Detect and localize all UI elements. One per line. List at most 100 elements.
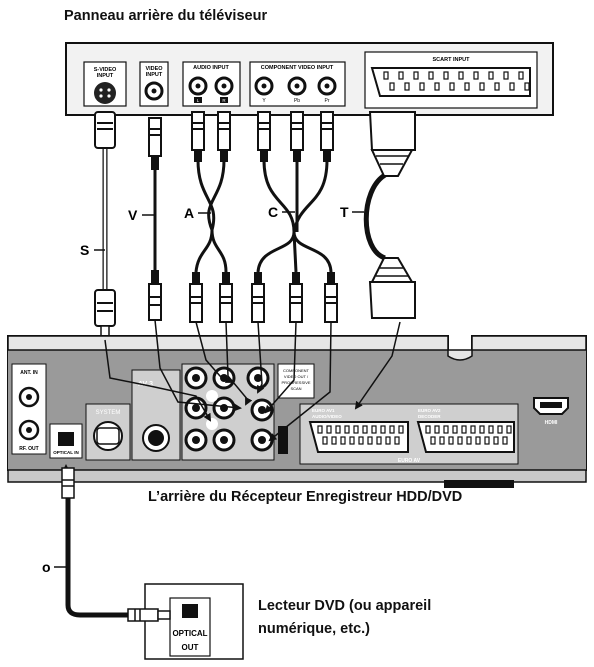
scart-pin [371,425,377,434]
scart-pin [457,436,463,445]
tv-scart-socket [370,67,531,97]
scart-pin [428,71,434,80]
dvd-caption-line2: numérique, etc.) [258,621,370,637]
scart-cable [363,172,387,261]
rca-plug [217,111,231,151]
component-out-label-4: SCAN [290,386,301,391]
scart-pin [389,82,395,91]
component-out-label-2: VIDEO OUT / [284,374,309,379]
scart-pin [434,82,440,91]
plugs-bottom [94,257,416,341]
connection-arrows [62,319,401,478]
euro-av2-label-1: EURO AV2 [418,408,441,413]
scart-pin [376,436,382,445]
scart-pin [322,436,328,445]
tv-back-panel: S-VIDEO INPUT VIDEO INPUT AUDIO INPUT L … [65,42,554,116]
tv-video-jack [144,81,164,101]
cable-label-v: V [128,207,138,223]
scart-pin [503,71,509,80]
scart-pin [452,425,458,434]
scart-pin [398,71,404,80]
rca-plug [320,111,334,151]
scart-pin [389,425,395,434]
scart-pin [358,436,364,445]
tv-comp-pr-label: Pr [325,98,330,104]
rf-out-label: RF. OUT [19,446,38,452]
tv-component-label: COMPONENT VIDEO INPUT [261,65,334,71]
scart-pin [385,436,391,445]
scart-pin [413,71,419,80]
scart-pin [317,425,323,434]
dvd-caption-line1: Lecteur DVD (ou appareil [258,598,432,614]
scart-pin [367,436,373,445]
audio-cable [194,159,228,273]
scart-pin [443,425,449,434]
scart-pin [439,436,445,445]
scart-pin [340,436,346,445]
optical-plug-recorder [61,467,75,499]
scart-pin [466,436,472,445]
dvd-device: OPTICAL OUT [144,583,244,660]
scart-pin [484,436,490,445]
scart-pin [425,425,431,434]
dvd-player-caption: Lecteur DVD (ou appareil numérique, etc.… [258,595,488,641]
tv-svideo-jack [94,82,116,104]
scart-pin [506,425,512,434]
scart-pin [326,425,332,434]
scart-pin [493,436,499,445]
tv-audio-label: AUDIO INPUT [193,65,229,71]
scart-pin [383,71,389,80]
tv-panel-caption: Panneau arrière du téléviseur [64,8,268,24]
tv-comp-pb-label: Pb [294,98,300,104]
cable-label-s: S [80,242,89,258]
optical-in-label: OPTICAL IN [53,450,78,455]
optical-plug-dvd [127,608,171,622]
scart-pin [470,425,476,434]
cable-label-o: o [42,559,51,575]
scart-pin [488,425,494,434]
cable-label-a: A [184,205,194,221]
scart-pin [488,71,494,80]
euro-av1-socket [308,421,409,453]
scart-pin [394,436,400,445]
recorder-back-panel: ANT. IN RF. OUT OPTICAL IN SYSTEM AV 3 C… [7,335,587,488]
scart-pin [404,82,410,91]
scart-pin [502,436,508,445]
tv-audio-l-label: L [197,98,200,103]
tv-comp-y-jack [254,76,274,96]
hdmi-label: HDMI [545,420,558,426]
scart-pin [473,71,479,80]
scart-pin [430,436,436,445]
scart-pin [479,425,485,434]
plugs-top [94,111,416,177]
scart-pin [331,436,337,445]
scart-pin [349,436,355,445]
ant-in-label: ANT. IN [20,370,38,376]
tv-comp-pr-jack [317,76,337,96]
scart-pin [398,425,404,434]
scart-pin [449,82,455,91]
cable-labels: S V A C T o [42,204,364,575]
tv-audio-r-jack [214,76,234,96]
tv-video-label-1: VIDEO [145,66,163,72]
cable-label-c: C [268,204,278,220]
scart-pin [461,425,467,434]
scart-pin [497,425,503,434]
tv-audio-l-jack [188,76,208,96]
scart-pin [419,82,425,91]
tv-scart-label: SCART INPUT [433,57,471,63]
cable-label-t: T [340,204,349,220]
cables [65,148,387,618]
component-out-label-3: PROGRESSIVE [281,380,310,385]
dvd-out-label: OUT [182,643,199,652]
scart-pin [443,71,449,80]
scart-pin [509,82,515,91]
scart-pin [434,425,440,434]
component-out-label-1: COMPONENT [283,368,310,373]
component-cable [256,159,333,273]
scart-pin [479,82,485,91]
scart-pin [464,82,470,91]
system-label: SYSTEM [96,410,121,416]
euro-av1-label-1: EURO AV1 [312,408,335,413]
